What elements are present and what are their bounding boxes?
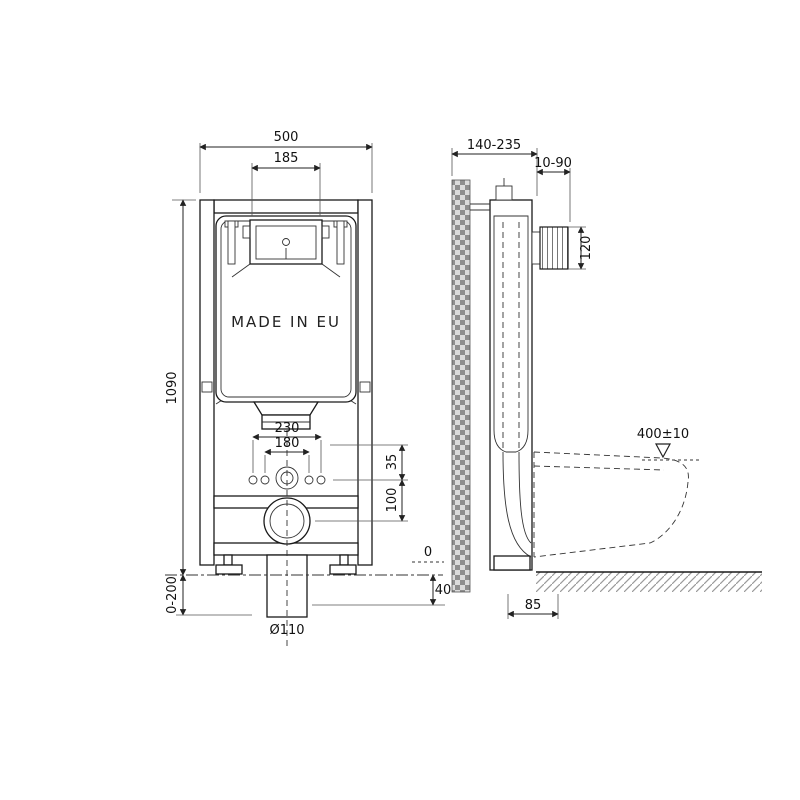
frame-bolt-right [359, 381, 371, 393]
foot-leg-left [223, 554, 233, 566]
bowl-bottom [533, 481, 689, 558]
fixing-hole [260, 475, 270, 485]
wall-section [451, 179, 471, 593]
hanger-slot-left [227, 220, 236, 265]
cistern: MADE IN EU [215, 215, 357, 403]
bowl-top [533, 451, 689, 483]
datum-triangle-icon [654, 443, 672, 459]
frame-top-bar [213, 199, 359, 214]
front-view: MADE IN EU 500 [165, 130, 451, 648]
foot-leg-right [339, 554, 349, 566]
hanger-slot-right [336, 220, 345, 265]
dim-85-label: 85 [525, 598, 542, 613]
dim-drain-diameter-label: Ø110 [269, 623, 304, 638]
dim-0-label: 0 [424, 545, 432, 560]
fixing-hole [248, 475, 258, 485]
made-in-eu-stamp: MADE IN EU [231, 313, 341, 331]
fill-valve [495, 185, 513, 201]
dim-depth: 140-235 [451, 138, 538, 196]
side-view: 140-235 10-90 [451, 138, 762, 619]
dim-120-label: 120 [579, 236, 594, 261]
dim-35-label: 35 [385, 454, 400, 471]
dim-connections: 230 180 [252, 421, 322, 473]
foot-plate-right [329, 564, 357, 575]
dim-400-label: 400±10 [637, 427, 689, 442]
access-tab-left [242, 225, 251, 239]
dim-access-width: 185 [251, 151, 321, 216]
floor-section [536, 571, 762, 592]
dim-100-label: 100 [385, 488, 400, 513]
dim-1090-label: 1090 [165, 371, 180, 404]
foot-plate-left [215, 564, 243, 575]
dim-230-label: 230 [275, 421, 300, 436]
dim-500-label: 500 [274, 130, 299, 145]
dim-left-side: 1090 0-200 [165, 199, 252, 616]
dim-drain-offset: 85 [507, 594, 559, 619]
access-button-icon [282, 238, 290, 246]
dim-40-label: 40 [435, 583, 452, 598]
frame-foot-profile [493, 555, 531, 571]
flush-assembly [248, 401, 326, 648]
flush-plate: 120 [531, 226, 594, 270]
frame-bolt-left [201, 381, 213, 393]
dim-right-side: 35 100 0 40 [312, 444, 452, 606]
frame-crossbar-lower [213, 542, 359, 556]
dim-185-label: 185 [274, 151, 299, 166]
dim-10-90-label: 10-90 [534, 156, 572, 171]
dim-total-width: 500 [199, 130, 373, 193]
frame-side-outline [489, 199, 533, 571]
plate-connector [531, 231, 541, 265]
fixing-hole [316, 475, 326, 485]
dim-140-235-label: 140-235 [467, 138, 521, 153]
dim-180-label: 180 [275, 436, 300, 451]
fixing-hole [304, 475, 314, 485]
frame-profile [470, 178, 533, 571]
cistern-profile [493, 215, 529, 453]
dim-plate-offset: 10-90 [534, 156, 572, 222]
datum-bowl-height: 400±10 [637, 427, 700, 461]
bowl-rim [533, 465, 665, 471]
floor-hatch [536, 572, 762, 592]
mounting-frame [199, 199, 373, 575]
access-tab-right [321, 225, 330, 239]
dim-0-200-label: 0-200 [165, 576, 180, 614]
toilet-bowl-outline [533, 451, 689, 558]
drain-elbow [502, 451, 532, 558]
flush-funnel [252, 401, 320, 416]
flush-plate-body [539, 226, 569, 270]
